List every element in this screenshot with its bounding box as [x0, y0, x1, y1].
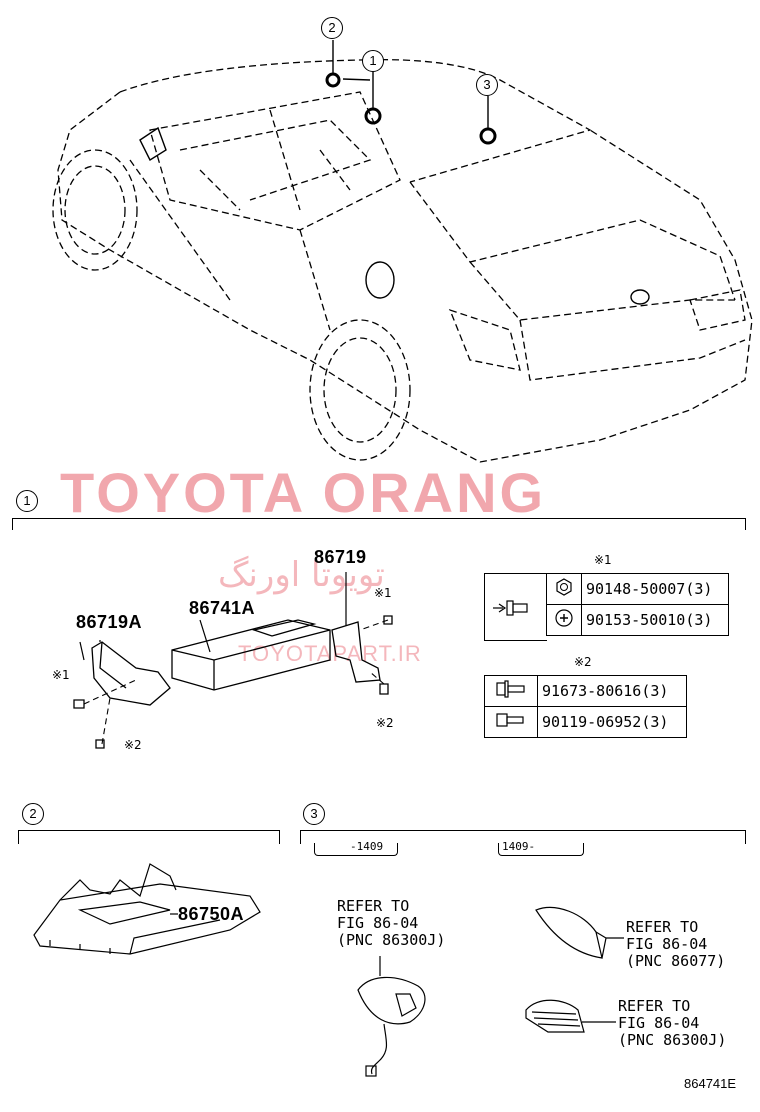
watermark-brand-farsi: تویوتا اورنگ [218, 555, 385, 595]
mark-ref-1-left: ※1 [52, 668, 70, 682]
watermark-brand: TOYOTA ORANG [60, 461, 547, 524]
marker-ring-2 [325, 72, 341, 88]
callout-3-car: 3 [476, 74, 498, 96]
table-row: 91673-80616(3) [484, 675, 687, 707]
mark-ref-1-right: ※1 [374, 586, 392, 600]
mark-ref-2-right: ※2 [376, 716, 394, 730]
refer-line: FIG 86-04 [618, 1014, 700, 1032]
phillips-screw-icon [546, 604, 582, 636]
range-right-label: 1409- [500, 840, 538, 853]
range-left-label: -1409 [348, 840, 386, 853]
hex-nut-icon [546, 573, 582, 605]
roof-antenna-pre1409-drawing [357, 956, 426, 1077]
car-overview-drawing [52, 40, 753, 463]
bolt-washer-icon [493, 600, 528, 616]
marker-ring-1 [364, 107, 382, 125]
refer-note-a: REFER TO FIG 86-04 (PNC 86300J) [337, 898, 445, 949]
shark-fin-antenna-drawing [535, 906, 624, 959]
refer-line: REFER TO [626, 918, 699, 936]
marker-ring-3 [479, 127, 497, 145]
table-2: 91673-80616(3) 90119-06952(3) [484, 675, 687, 738]
part-number: 90153-50010(3) [581, 604, 729, 636]
part-number: 90148-50007(3) [581, 573, 729, 605]
section-2-console-drawing [33, 863, 261, 955]
refer-line: REFER TO [618, 997, 691, 1015]
table-row: 90119-06952(3) [484, 706, 687, 738]
refer-line: (PNC 86300J) [337, 931, 446, 949]
refer-line: (PNC 86300J) [618, 1031, 727, 1049]
table-row: 90153-50010(3) [546, 604, 729, 636]
table-1: 90148-50007(3) 90153-50010(3) [546, 573, 729, 636]
table-1-header: ※1 [594, 553, 612, 567]
part-number: 91673-80616(3) [537, 675, 687, 707]
callout-1-car: 1 [362, 50, 384, 72]
section-1-parts-drawing [73, 572, 393, 749]
table-row: 90148-50007(3) [546, 573, 729, 605]
section-2-callout: 2 [22, 803, 44, 825]
section-1-frame-top [12, 518, 746, 519]
section-3-frame-right [745, 830, 746, 844]
table-2-header: ※2 [574, 655, 592, 669]
callout-2-car: 2 [321, 17, 343, 39]
section-2-frame-left [18, 830, 19, 844]
part-label-86719: 86719 [314, 547, 367, 567]
refer-line: REFER TO [337, 897, 410, 915]
range-bracket-left [314, 843, 398, 856]
figure-code: 864741E [684, 1076, 737, 1091]
mark-ref-2-left: ※2 [124, 738, 142, 752]
hex-bolt-icon [484, 706, 538, 738]
section-1-frame-left [12, 518, 13, 530]
part-number: 90119-06952(3) [537, 706, 687, 738]
shark-fin-antenna-post1409-drawing [525, 999, 616, 1033]
range-bracket-right [498, 843, 584, 856]
part-label-86750A: 86750A [178, 904, 245, 924]
section-1-callout: 1 [16, 490, 38, 512]
refer-line: FIG 86-04 [626, 935, 708, 953]
section-2-frame-right [279, 830, 280, 844]
section-2-frame-top [18, 830, 280, 831]
refer-note-b: REFER TO FIG 86-04 (PNC 86077) [626, 919, 725, 970]
part-label-86741A: 86741A [189, 598, 256, 618]
flange-bolt-icon [484, 675, 538, 707]
table-1-bolt-cell [484, 573, 547, 641]
refer-line: (PNC 86077) [626, 952, 726, 970]
part-label-86719A: 86719A [76, 612, 143, 632]
refer-line: FIG 86-04 [337, 914, 419, 932]
section-3-frame-left [300, 830, 301, 844]
refer-note-c: REFER TO FIG 86-04 (PNC 86300J) [618, 998, 726, 1049]
section-3-frame-top [300, 830, 746, 831]
section-1-frame-right [745, 518, 746, 530]
section-3-callout: 3 [303, 803, 325, 825]
